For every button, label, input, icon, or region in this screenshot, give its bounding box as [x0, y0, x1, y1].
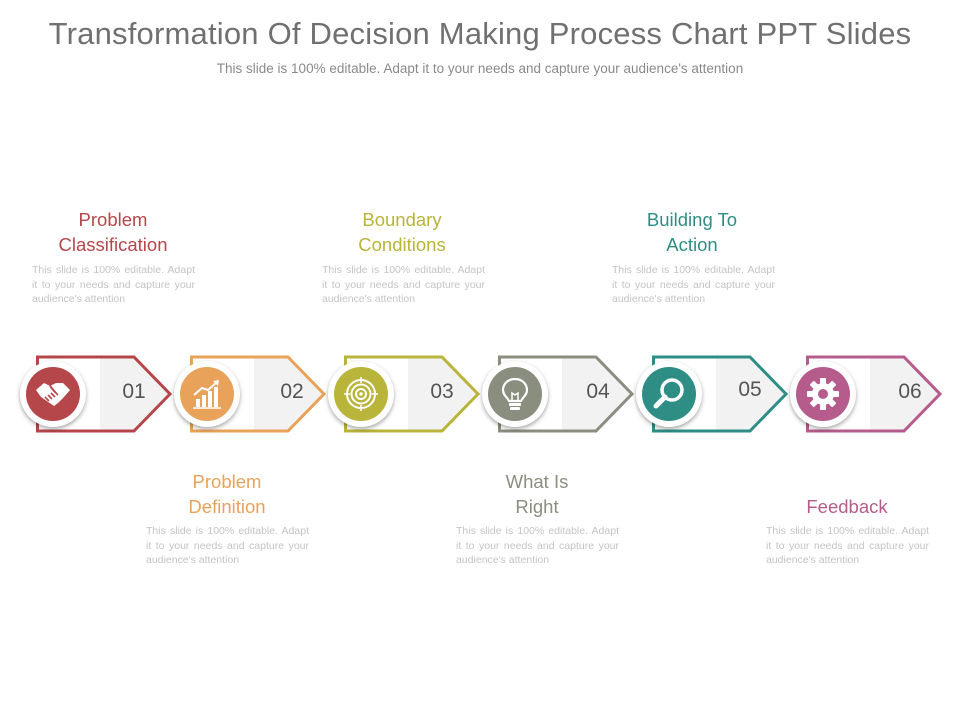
step-1-description: This slide is 100% editable. Adapt it to… — [32, 264, 195, 305]
lightbulb-icon — [488, 367, 542, 421]
growth-chart-icon — [180, 367, 234, 421]
page-subtitle: This slide is 100% editable. Adapt it to… — [216, 61, 744, 76]
step-6-number: 06 — [898, 380, 922, 403]
step-5-number: 05 — [738, 378, 762, 401]
step-4-number: 04 — [586, 380, 610, 403]
step-6-label: Feedback — [806, 496, 888, 517]
target-icon — [334, 367, 388, 421]
step-2-icon-badge — [174, 361, 240, 427]
step-6-icon-badge — [790, 361, 856, 427]
step-3: 03 — [328, 353, 504, 435]
handshake-icon — [26, 367, 80, 421]
step-3-icon-badge — [328, 361, 394, 427]
magnifier-icon — [642, 367, 696, 421]
step-2: 02 — [174, 353, 350, 435]
step-2-number: 02 — [280, 380, 304, 403]
step-1: 01 — [20, 353, 196, 435]
step-4-description: This slide is 100% editable. Adapt it to… — [456, 525, 619, 566]
step-5: 05 — [636, 353, 812, 435]
step-2-description: This slide is 100% editable. Adapt it to… — [146, 525, 309, 566]
step-6-description: This slide is 100% editable. Adapt it to… — [766, 525, 929, 566]
step-5-description: This slide is 100% editable. Adapt it to… — [612, 264, 775, 305]
step-4: 04 — [482, 353, 658, 435]
step-3-description: This slide is 100% editable. Adapt it to… — [322, 264, 485, 305]
step-6: 06 — [790, 353, 960, 435]
step-1-icon-badge — [20, 361, 86, 427]
gear-icon — [796, 367, 850, 421]
page-title: Transformation Of Decision Making Proces… — [48, 16, 912, 51]
step-1-number: 01 — [122, 380, 146, 403]
step-4-icon-badge — [482, 361, 548, 427]
step-3-number: 03 — [430, 380, 454, 403]
step-5-icon-badge — [636, 361, 702, 427]
